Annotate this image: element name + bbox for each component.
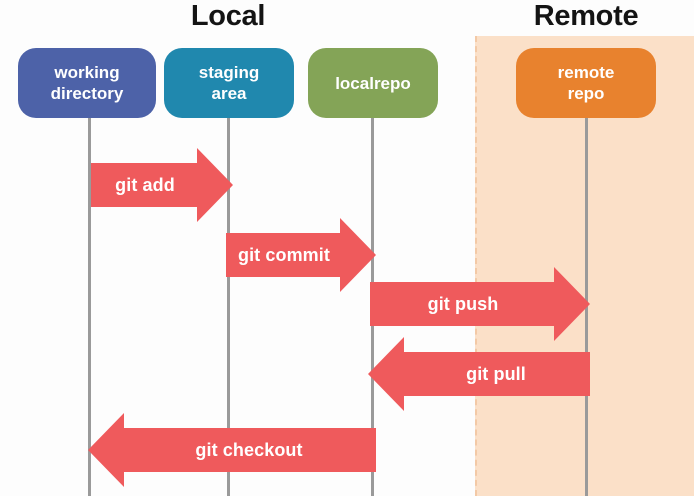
node-staging-area[interactable]: staging area — [164, 48, 294, 118]
node-label-line1: localrepo — [335, 73, 411, 93]
arrow-label: git commit — [237, 244, 330, 265]
lifeline-working-directory — [88, 118, 91, 496]
section-title-remote: Remote — [533, 0, 639, 32]
arrow-label: git add — [115, 174, 175, 195]
arrow-head-right — [554, 267, 590, 341]
node-label: remote repo — [558, 62, 615, 104]
arrow-head-left — [88, 413, 124, 487]
arrow-shaft — [124, 428, 376, 472]
arrow-shaft — [404, 352, 590, 396]
node-localrepo[interactable]: localrepo — [308, 48, 438, 118]
arrow-git-push: git push — [370, 267, 590, 341]
arrow-label: git pull — [466, 363, 526, 384]
arrow-head-right — [197, 148, 233, 222]
node-working-directory[interactable]: working directory — [18, 48, 156, 118]
node-label-line1: staging — [198, 63, 260, 82]
node-label-line1: working — [54, 63, 120, 82]
node-label-line2: directory — [50, 84, 124, 103]
arrow-head-left — [368, 337, 404, 411]
node-label: staging area — [199, 62, 259, 104]
section-title-local: Local — [190, 0, 266, 32]
node-label-line2: repo — [567, 84, 605, 103]
node-label: localrepo — [335, 73, 411, 94]
node-remote-repo[interactable]: remote repo — [516, 48, 656, 118]
arrow-git-pull: git pull — [368, 337, 590, 411]
arrow-git-checkout: git checkout — [88, 413, 376, 487]
arrow-shaft — [226, 233, 340, 277]
arrow-shaft — [91, 163, 197, 207]
node-label-line1: remote — [557, 63, 615, 82]
arrow-label: git push — [427, 293, 499, 314]
arrow-label: git checkout — [195, 439, 303, 460]
arrow-head-right — [340, 218, 376, 292]
lifeline-staging-area — [227, 118, 230, 496]
arrow-git-add: git add — [91, 148, 233, 222]
arrow-git-commit: git commit — [226, 218, 376, 292]
node-label: working directory — [51, 62, 124, 104]
arrow-shaft — [370, 282, 554, 326]
node-label-line2: area — [211, 84, 247, 103]
